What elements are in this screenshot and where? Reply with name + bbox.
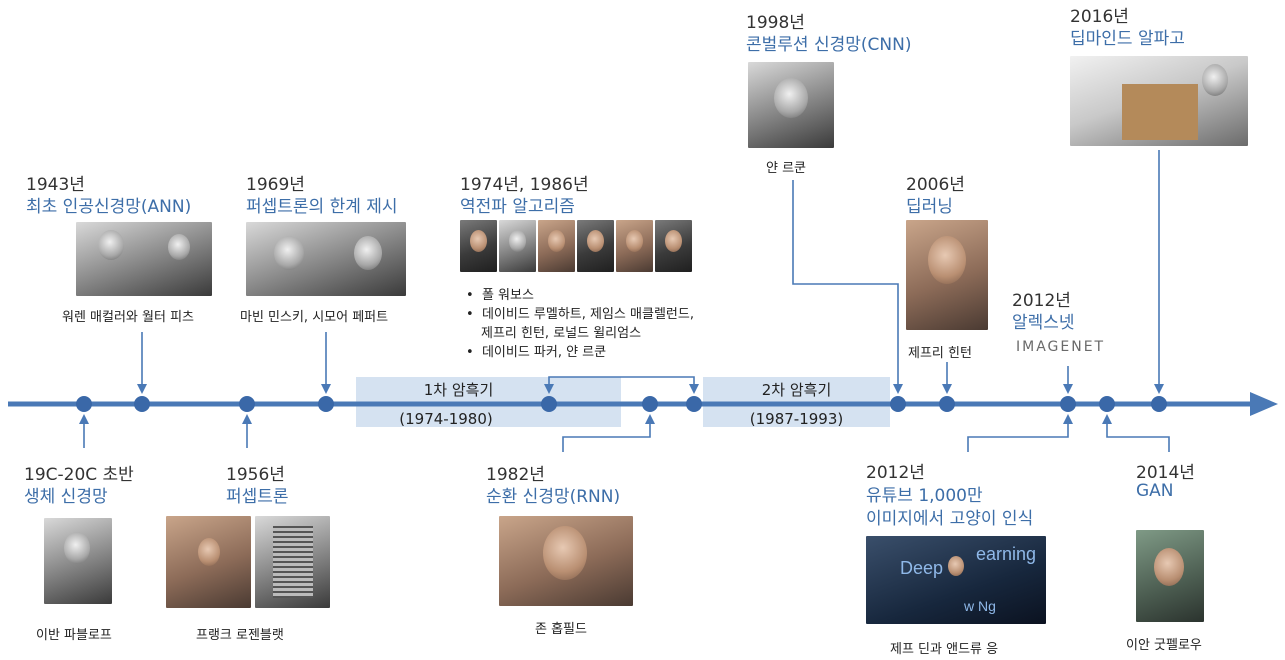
connector-cnn bbox=[792, 180, 899, 392]
node-limit bbox=[318, 396, 334, 412]
alphago-photo bbox=[1070, 56, 1248, 146]
dean-ng-photo: Deep earning w Ng bbox=[866, 536, 1046, 624]
connector-backprop bbox=[548, 376, 695, 392]
deeplearning-year: 2006년 bbox=[906, 175, 965, 195]
youtube-title-line2: 이미지에서 고양이 인식 bbox=[866, 509, 1034, 529]
backprop-title: 역전파 알고리즘 bbox=[460, 197, 575, 217]
pavlov-photo bbox=[44, 518, 112, 604]
perceptron-caption: 프랭크 로젠블랫 bbox=[196, 628, 284, 643]
node-alphago bbox=[1151, 396, 1167, 412]
hopfield-photo bbox=[499, 516, 633, 606]
arrowhead-deeplearning bbox=[942, 384, 952, 394]
alphago-title: 딥마인드 알파고 bbox=[1070, 29, 1185, 49]
node-backprop-1974 bbox=[541, 396, 557, 412]
rnn-year: 1982년 bbox=[486, 465, 545, 485]
arrowhead-youtube bbox=[1063, 414, 1073, 424]
limit-caption: 마빈 민스키, 시모어 페퍼트 bbox=[240, 310, 389, 325]
hinton-photo bbox=[906, 220, 988, 330]
arrowhead-bio bbox=[79, 414, 89, 424]
perceptron-year: 1956년 bbox=[226, 465, 285, 485]
node-2012 bbox=[1060, 396, 1076, 412]
arrowhead-limit bbox=[321, 384, 331, 394]
alexnet-title: 알렉스넷 bbox=[1012, 313, 1075, 333]
backprop-bullet-3: • 데이비드 파커, 얀 르쿤 bbox=[466, 345, 607, 360]
cnn-caption: 얀 르쿤 bbox=[766, 161, 807, 176]
cnn-year: 1998년 bbox=[746, 13, 805, 33]
ann-year: 1943년 bbox=[26, 175, 85, 195]
connector-youtube bbox=[967, 416, 1069, 452]
minsky-papert-photo bbox=[246, 222, 406, 296]
slide-text-deep: Deep bbox=[900, 558, 944, 578]
youtube-caption: 제프 딘과 앤드류 응 bbox=[890, 642, 999, 657]
bio-title: 생체 신경망 bbox=[24, 487, 108, 507]
arrowhead-alphago bbox=[1154, 384, 1164, 394]
arrowhead-rnn bbox=[645, 414, 655, 424]
deeplearning-caption: 제프리 힌턴 bbox=[908, 346, 972, 361]
timeline-arrowhead bbox=[1250, 392, 1278, 416]
node-backprop-1986 bbox=[686, 396, 702, 412]
node-ann bbox=[134, 396, 150, 412]
rnn-title: 순환 신경망(RNN) bbox=[486, 487, 621, 507]
rnn-caption: 존 홉필드 bbox=[535, 622, 587, 637]
gan-caption: 이안 굿펠로우 bbox=[1126, 638, 1202, 653]
backprop-photo-1 bbox=[460, 220, 497, 272]
backprop-bullet-1: • 폴 워보스 bbox=[466, 288, 534, 303]
second-winter-range: (1987-1993) bbox=[749, 410, 844, 428]
limit-year: 1969년 bbox=[246, 175, 305, 195]
backprop-photo-5 bbox=[616, 220, 653, 272]
node-deeplearning bbox=[939, 396, 955, 412]
node-cnn bbox=[890, 396, 906, 412]
deeplearning-title: 딥러닝 bbox=[906, 197, 953, 217]
youtube-title-line1: 유튜브 1,000만 bbox=[866, 486, 983, 506]
connector-rnn bbox=[562, 416, 651, 452]
backprop-year: 1974년, 1986년 bbox=[460, 175, 589, 195]
backprop-photo-4 bbox=[577, 220, 614, 272]
goodfellow-photo bbox=[1136, 530, 1204, 622]
mcculloch-pitts-photo bbox=[76, 222, 212, 296]
slide-text-ng: w Ng bbox=[964, 598, 996, 614]
arrowhead-backprop-left bbox=[544, 384, 554, 394]
arrowhead-backprop-right bbox=[689, 384, 699, 394]
first-winter-label: 1차 암흑기 bbox=[423, 381, 494, 399]
lecun-photo bbox=[748, 62, 834, 148]
arrowhead-ann bbox=[137, 384, 147, 394]
imagenet-logo: IMAGENET bbox=[1016, 339, 1106, 355]
first-winter-range: (1974-1980) bbox=[399, 410, 493, 428]
backprop-photo-6 bbox=[655, 220, 692, 272]
arrowhead-cnn bbox=[893, 384, 903, 394]
limit-title: 퍼셉트론의 한계 제시 bbox=[246, 197, 398, 217]
alexnet-year: 2012년 bbox=[1012, 291, 1071, 311]
connector-gan bbox=[1106, 416, 1170, 452]
rosenblatt-photo bbox=[166, 516, 251, 608]
youtube-year: 2012년 bbox=[866, 463, 925, 483]
bio-caption: 이반 파블로프 bbox=[36, 628, 112, 643]
alphago-year: 2016년 bbox=[1070, 7, 1129, 27]
second-winter-label: 2차 암흑기 bbox=[761, 381, 832, 399]
backprop-photo-2 bbox=[499, 220, 536, 272]
backprop-bullet-2: • 데이비드 루멜하트, 제임스 매클렐런드, bbox=[466, 307, 694, 322]
mark1-perceptron-photo bbox=[255, 516, 330, 608]
bio-year: 19C-20C 초반 bbox=[24, 465, 134, 485]
node-rnn bbox=[642, 396, 658, 412]
backprop-bullet-2-cont: 제프리 힌턴, 로널드 윌리엄스 bbox=[481, 326, 642, 341]
gan-year: 2014년 bbox=[1136, 463, 1195, 483]
node-perceptron bbox=[239, 396, 255, 412]
perceptron-title: 퍼셉트론 bbox=[226, 487, 289, 507]
arrowhead-gan bbox=[1102, 414, 1112, 424]
arrowhead-perceptron bbox=[242, 414, 252, 424]
arrowhead-alexnet bbox=[1063, 384, 1073, 394]
cnn-title: 콘벌루션 신경망(CNN) bbox=[746, 35, 912, 55]
node-gan bbox=[1099, 396, 1115, 412]
ann-caption: 워렌 매컬러와 월터 피츠 bbox=[62, 310, 194, 325]
backprop-photo-3 bbox=[538, 220, 575, 272]
gan-title: GAN bbox=[1136, 481, 1174, 501]
ann-title: 최초 인공신경망(ANN) bbox=[26, 197, 192, 217]
node-bio bbox=[76, 396, 92, 412]
slide-text-learning: earning bbox=[976, 544, 1037, 564]
